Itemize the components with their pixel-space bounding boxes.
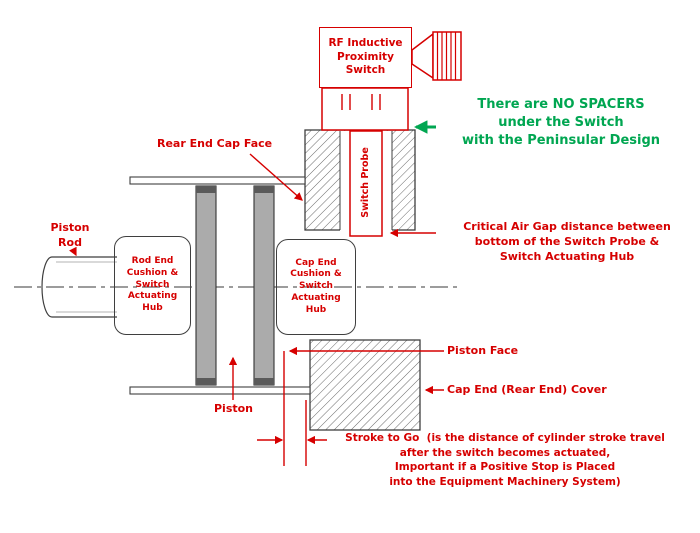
cap-end-hub: Cap End Cushion & Switch Actuating Hub [276,239,356,335]
piston-label: Piston [213,402,254,415]
no-spacers-note: There are NO SPACERS under the Switch wi… [461,97,661,149]
piston-cap [254,378,274,385]
piston-left-seal [195,185,217,386]
piston-face-label: Piston Face [447,344,519,357]
piston-right-seal [253,185,275,386]
piston-rod-arrow [69,246,77,257]
piston-cap [254,186,274,193]
piston-rod-label: Piston Rod [50,221,90,249]
piston-cap [196,186,216,193]
rear-cap-face-arrow [249,153,303,201]
cylinder-top-wall [129,176,306,185]
critical-air-gap-label: Critical Air Gap distance between bottom… [463,220,671,263]
rod-end-hub-label: Rod End Cushion & Switch Actuating Hub [126,256,179,314]
switch-probe-label: Switch Probe [360,147,372,218]
rear-end-cap-face-label: Rear End Cap Face [157,137,273,150]
piston-cap [196,378,216,385]
cap-end-hub-label: Cap End Cushion & Switch Actuating Hub [290,257,342,315]
rf-connector-cone [411,33,434,79]
cylinder-bottom-wall [129,386,311,395]
cap-end-cover-label: Cap End (Rear End) Cover [447,383,607,396]
switch-probe-box [349,130,383,237]
cap-end-cover-block [309,339,421,431]
stroke-to-go-label: Stroke to Go (is the distance of cylinde… [345,432,665,489]
rf-switch-label: RF Inductive Proximity Switch [328,37,403,77]
rod-end-hub: Rod End Cushion & Switch Actuating Hub [114,236,191,335]
rf-switch-housing: RF Inductive Proximity Switch [319,27,412,88]
switch-base [321,87,409,131]
switch-probe-label-wrap: Switch Probe [349,130,382,235]
